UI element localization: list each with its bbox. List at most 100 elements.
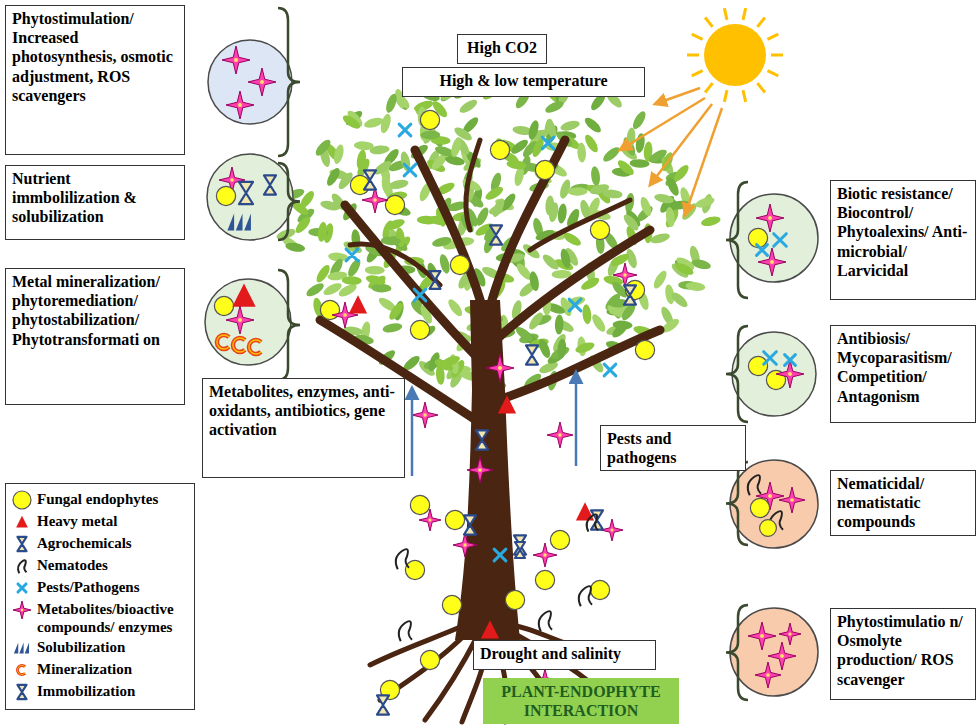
leaf [365, 273, 386, 286]
inset-circle [730, 194, 818, 282]
leaf [387, 301, 406, 322]
leaf [582, 304, 592, 325]
bracket [278, 163, 300, 240]
leaf [582, 115, 603, 135]
leaf [285, 241, 306, 253]
sun-ray [743, 90, 746, 102]
leaf [694, 195, 716, 209]
star-symbol [755, 662, 781, 688]
star-symbol [453, 533, 477, 557]
legend-item: Metabolites/bioactive compounds/ enzymes [10, 600, 190, 636]
leaf [474, 206, 491, 228]
leaf [363, 116, 385, 130]
legend-text: Immobilization [34, 682, 135, 700]
circle-symbol [320, 300, 339, 319]
leaf [365, 266, 385, 275]
effect-box: Metabolites, enzymes, anti-oxidants, ant… [202, 378, 405, 478]
star-symbol [533, 543, 557, 567]
leaf [630, 109, 648, 131]
effect-box: Biotic resistance/ Biocontrol/ Phytoalex… [830, 180, 976, 300]
stress-box: Drought and salinity [473, 640, 656, 670]
inset [726, 182, 818, 298]
triangle-symbol [481, 620, 499, 638]
nematode-symbol [539, 611, 552, 631]
circle-symbol [450, 255, 469, 274]
x-symbol [757, 245, 768, 256]
branch [530, 200, 630, 250]
legend-text: Mineralization [34, 660, 132, 678]
leaf [700, 215, 721, 228]
sun-ray [757, 17, 764, 26]
leaf [548, 202, 560, 223]
star-symbol [776, 360, 804, 388]
leaf [461, 177, 483, 193]
circle-symbol [420, 110, 439, 129]
inset-circle [205, 279, 291, 365]
box-text: Metal mineralization/ phytoremediation/ … [12, 272, 178, 349]
leaf [431, 235, 452, 248]
effect-box: Metal mineralization/ phytoremediation/ … [5, 268, 185, 405]
sun-ray [705, 17, 712, 26]
uptake-arrow [575, 372, 578, 466]
leaf [685, 281, 706, 292]
star-symbol [248, 68, 276, 96]
inset [726, 605, 818, 700]
star-symbol [467, 457, 493, 483]
nematode-symbol [396, 549, 409, 569]
inset-circle [207, 154, 293, 240]
legend-text: Solubilization [34, 638, 125, 656]
effect-box: Nutrient immbolilization & solubilizatio… [5, 165, 185, 240]
circle-symbol [635, 340, 654, 359]
legend-text: Heavy metal [34, 512, 117, 530]
leaf [647, 147, 669, 164]
circle-symbol [214, 296, 233, 315]
legend-item: Agrochemicals [10, 534, 190, 554]
nematode-symbol [748, 475, 761, 495]
x-symbol [494, 549, 506, 561]
star-symbol [222, 46, 250, 74]
x-symbol [604, 364, 616, 376]
bracket [726, 182, 748, 298]
triangle-symbol [498, 395, 516, 413]
box-text: Nematicidal/ nematistatic compounds [837, 474, 969, 532]
leaf [381, 174, 392, 195]
effect-box: Antibiosis/ Mycoparasitism/ Competition/… [830, 325, 976, 423]
sun-ray [771, 54, 783, 57]
stress-box: Pests and pathogens [600, 425, 746, 471]
box-text: Phytostimulatio n/ Osmolyte production/ … [837, 612, 969, 689]
leaf [433, 357, 455, 373]
sun-ray [757, 83, 764, 92]
star-symbol [601, 519, 623, 541]
leaf [610, 320, 630, 340]
inset-circle [732, 332, 816, 416]
x-symbol [346, 249, 358, 261]
hourglass-symbol [364, 170, 376, 189]
leaf [669, 290, 690, 310]
root [370, 625, 465, 665]
legend-box: Fungal endophytesHeavy metalAgrochemical… [5, 483, 195, 710]
hourglass-symbol [430, 271, 441, 289]
inset [208, 8, 300, 156]
leaf [509, 137, 530, 156]
bracket [278, 270, 300, 380]
legend-item: Mineralization [10, 660, 190, 680]
nematode-symbol [399, 621, 412, 641]
hourglass-symbol [264, 175, 276, 194]
x-symbol [404, 164, 416, 176]
sun-ray [743, 8, 746, 20]
hourglass-symbol [526, 345, 538, 364]
legend-text: Agrochemicals [34, 534, 132, 552]
leaf [537, 338, 552, 360]
circle-symbol [535, 160, 554, 179]
legend-symbol [10, 512, 34, 532]
nematode-symbol [579, 586, 592, 606]
legend-text: Pests/Pathogens [34, 578, 140, 596]
leaf [665, 207, 676, 228]
x-symbol [774, 234, 787, 247]
leaf [293, 214, 313, 235]
stress-box: High & low temperature [402, 67, 645, 97]
inset-circle [730, 460, 818, 548]
leaf [420, 130, 440, 139]
circle-symbol [445, 510, 464, 529]
